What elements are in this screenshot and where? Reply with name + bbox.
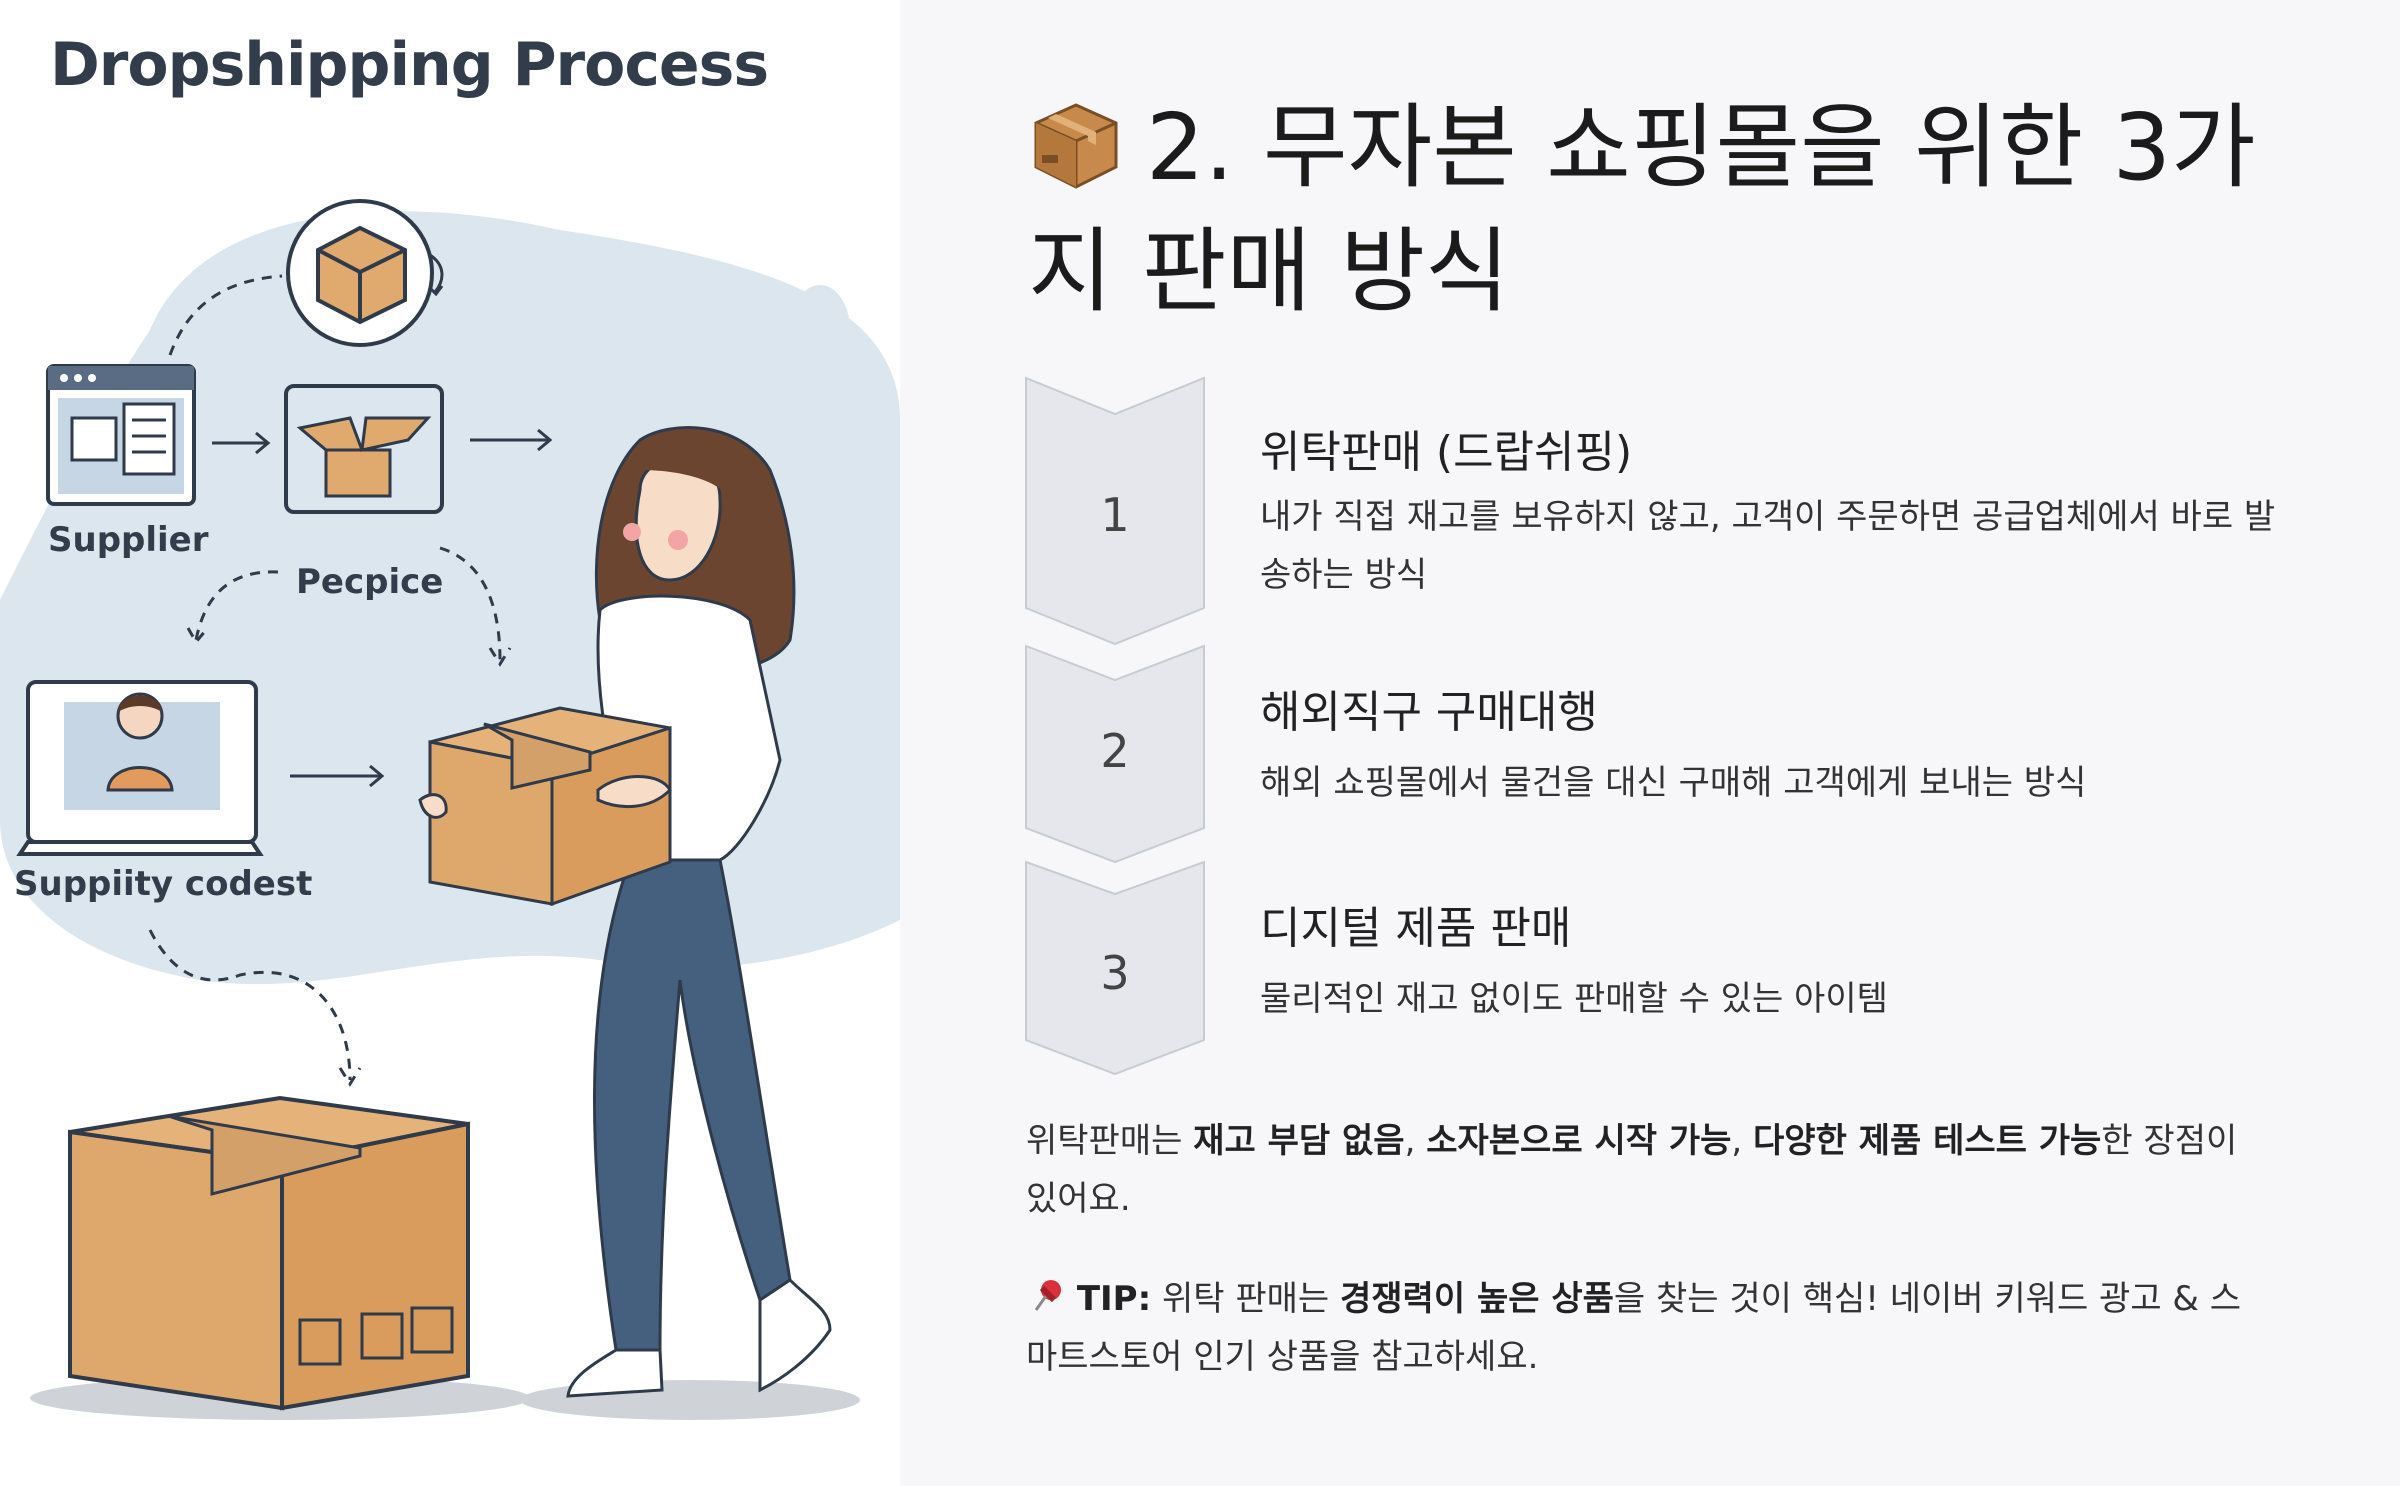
step-title: 해외직구 구매대행: [1260, 687, 1598, 738]
circle-box-icon: [286, 199, 444, 347]
step-number: 2: [1100, 724, 1130, 778]
open-box-icon: [284, 384, 444, 514]
summary-bold-1: 재고 부담 없음: [1193, 1121, 1405, 1161]
tip-paragraph: TIP: 위탁 판매는 경쟁력이 높은 상품을 찾는 것이 핵심! 네이버 키워…: [1026, 1270, 2256, 1386]
step-chevron-shape: [1025, 644, 1205, 864]
laptop-person-icon: [16, 680, 264, 856]
large-box-icon: [68, 1095, 470, 1411]
illustration-title: Dropshipping Process: [50, 30, 769, 100]
tip-label: TIP:: [1076, 1279, 1152, 1319]
summary-prefix: 위탁판매는: [1026, 1121, 1194, 1161]
title-line-1: 2. 무자본 쇼핑몰을 위한 3가: [1146, 94, 2256, 201]
step-title: 디지털 제품 판매: [1260, 903, 1572, 954]
step-item: 3 디지털 제품 판매 물리적인 재고 없이도 판매할 수 있는 아이템: [1024, 860, 2324, 1076]
summary-separator: ,: [1731, 1121, 1754, 1161]
title-line-2: 지 판매 방식: [1028, 218, 1510, 325]
pushpin-icon: [1026, 1279, 1066, 1319]
summary-bold-3: 다양한 제품 테스트 가능: [1753, 1121, 2102, 1161]
step-title: 위탁판매 (드랍쉬핑): [1260, 427, 1633, 478]
summary-suffix: 한 장점이 있어요.: [1026, 1121, 2238, 1219]
step-number: 3: [1100, 946, 1130, 1000]
step-chevron-shape: [1025, 860, 1205, 1076]
tip-bold: 경쟁력이 높은 상품: [1340, 1279, 1614, 1319]
dropshipping-illustration: [0, 199, 900, 1420]
content-panel: 2. 무자본 쇼핑몰을 위한 3가 지 판매 방식 1 위탁판매 (드랍쉬핑) …: [900, 0, 2400, 1486]
tip-prefix: 위탁 판매는: [1151, 1279, 1340, 1319]
step-chevron-shape: [1025, 376, 1205, 646]
illustration-panel: Dropshipping Process Supplier Pecpice Su…: [0, 0, 900, 1486]
suppiity-label: Suppiity codest: [14, 864, 313, 904]
step-description: 내가 직접 재고를 보유하지 않고, 고객이 주문하면 공급업체에서 바로 발송…: [1260, 497, 2276, 595]
page-title: 2. 무자본 쇼핑몰을 위한 3가 지 판매 방식: [1028, 92, 2278, 328]
step-description: 해외 쇼핑몰에서 물건을 대신 구매해 고객에게 보내는 방식: [1260, 763, 2087, 803]
pecpice-label: Pecpice: [296, 562, 444, 602]
step-number: 1: [1100, 488, 1130, 542]
package-icon: [1028, 95, 1124, 216]
tip-suffix: 을 찾는 것이 핵심! 네이버 키워드 광고 & 스마트스토어 인기 상품을 참…: [1026, 1279, 2242, 1377]
summary-bold-2: 소자본으로 시작 가능: [1426, 1121, 1732, 1161]
supplier-window-icon: [46, 364, 196, 506]
step-description: 물리적인 재고 없이도 판매할 수 있는 아이템: [1260, 979, 1888, 1019]
step-item: 2 해외직구 구매대행 해외 쇼핑몰에서 물건을 대신 구매해 고객에게 보내는…: [1024, 644, 2324, 864]
step-item: 1 위탁판매 (드랍쉬핑) 내가 직접 재고를 보유하지 않고, 고객이 주문하…: [1024, 376, 2324, 646]
summary-paragraph: 위탁판매는 재고 부담 없음, 소자본으로 시작 가능, 다양한 제품 테스트 …: [1026, 1112, 2256, 1228]
woman-carrying-box-icon: [418, 426, 832, 1398]
supplier-label: Supplier: [48, 520, 209, 560]
summary-separator: ,: [1404, 1121, 1427, 1161]
